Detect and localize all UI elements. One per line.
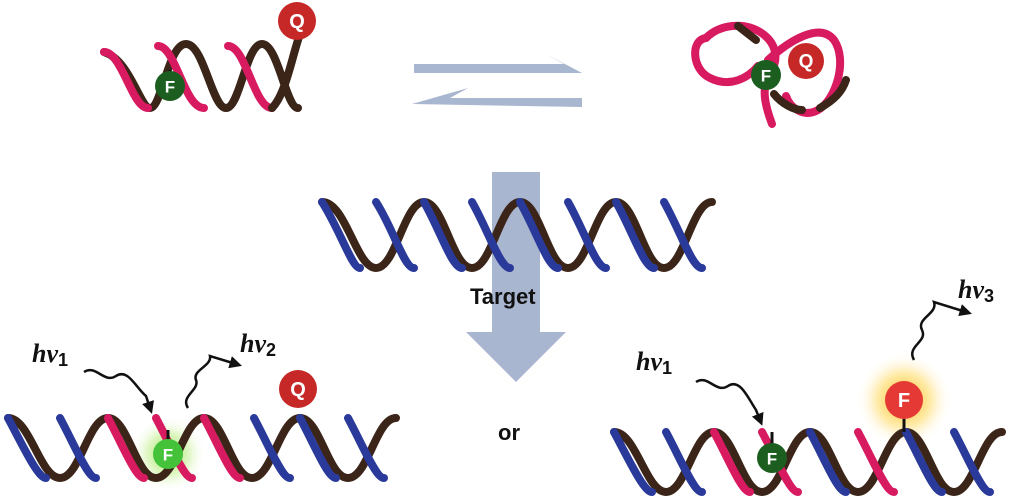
right-fluorophore: F (757, 443, 787, 473)
excitation-wave-left (83, 368, 154, 414)
left-quencher-label: Q (290, 379, 306, 401)
hairpin-fluorophore-circle (751, 60, 781, 90)
hybrid-left: F Q hν1 hν2 (4, 329, 400, 492)
left-quencher: Q (279, 370, 317, 408)
fluorophore-label: F (165, 78, 175, 97)
hv3-label: hν3 (958, 275, 994, 306)
closed-hairpin: F Q (691, 21, 850, 128)
hv1-right-nu: ν (650, 347, 662, 376)
hairpin-quencher-circle (788, 43, 824, 79)
hv2-h: h (240, 329, 254, 358)
excitation-wave-right (695, 378, 764, 426)
reverse-arrow (412, 88, 582, 107)
emission-wave-left (184, 354, 242, 409)
fluorophore-badge: F (155, 71, 185, 101)
right-fluorophore-circle (757, 443, 787, 473)
hairpin-quencher-label: Q (799, 52, 814, 73)
hairpin-fluorophore: F (751, 60, 781, 90)
hv2-nu: ν (254, 329, 266, 358)
hybrid-right-probe (710, 428, 898, 496)
right-fluorophore-label: F (767, 450, 777, 469)
hybrid-right: F F hν1 hν3 (610, 275, 1006, 497)
hv1-left-sub: 1 (58, 350, 68, 370)
red-fluorophore: F (885, 381, 923, 419)
or-label: or (498, 420, 520, 445)
equilibrium-arrows (412, 54, 582, 107)
hv1-left-label: hν1 (32, 339, 68, 370)
left-fluorophore: F (153, 439, 183, 469)
quencher-badge: Q (278, 2, 316, 40)
forward-arrow (414, 54, 582, 73)
red-fluorophore-label: F (898, 390, 910, 412)
probe-strand-tail (268, 30, 304, 112)
quencher-label: Q (289, 11, 305, 33)
left-fluorophore-label: F (163, 446, 173, 465)
hv1-right-h: h (636, 347, 650, 376)
hv3-h: h (958, 275, 972, 304)
hv2-label: hν2 (240, 329, 276, 360)
target-label: Target (470, 284, 536, 309)
left-quencher-circle (279, 370, 317, 408)
red-fluorophore-circle (885, 381, 923, 419)
hybrid-left-target (4, 414, 388, 482)
hairpin-dark-segments (734, 22, 850, 114)
hv1-right-label: hν1 (636, 347, 672, 378)
quencher-circle (278, 2, 316, 40)
hairpin-quencher: Q (788, 43, 824, 79)
fluorophore-circle (155, 71, 185, 101)
hv3-sub: 3 (984, 286, 994, 306)
hv3-nu: ν (972, 275, 984, 304)
open-probe: F Q (100, 2, 316, 113)
hv2-sub: 2 (266, 340, 276, 360)
hairpin-fluorophore-label: F (761, 67, 771, 86)
target-strand-front (318, 198, 706, 272)
down-arrow (466, 172, 566, 382)
target-strand (318, 197, 716, 273)
hybrid-right-target (610, 428, 994, 496)
left-fluorophore-circle (153, 439, 183, 469)
hairpin-stem (702, 21, 780, 128)
hv1-right-sub: 1 (662, 358, 672, 378)
emission-wave-right (911, 300, 972, 361)
hv1-left-h: h (32, 339, 46, 368)
hv1-left-nu: ν (46, 339, 58, 368)
